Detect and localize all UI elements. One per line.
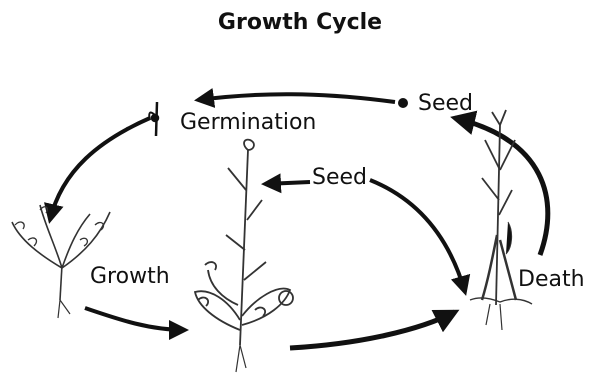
arrow-growth-to-mature [85, 308, 185, 330]
arrow-germination-to-growth [50, 118, 150, 220]
label-seed-top: Seed [418, 91, 473, 116]
label-death: Death [518, 267, 585, 292]
arrow-seed-label-to-plant [265, 182, 310, 184]
arrow-death-to-seed [455, 118, 548, 255]
label-germination: Germination [180, 110, 316, 135]
dying-plant [470, 110, 532, 330]
growth-plant [12, 205, 110, 318]
label-growth: Growth [90, 264, 170, 289]
arrow-seed-to-germination [198, 94, 395, 102]
seed-dot [398, 98, 408, 108]
arrow-seed-fall [370, 180, 465, 292]
arrow-mature-to-death [290, 312, 455, 348]
label-seed-mid: Seed [312, 165, 367, 190]
germination-seedling [149, 102, 158, 136]
mature-plant [195, 140, 293, 372]
